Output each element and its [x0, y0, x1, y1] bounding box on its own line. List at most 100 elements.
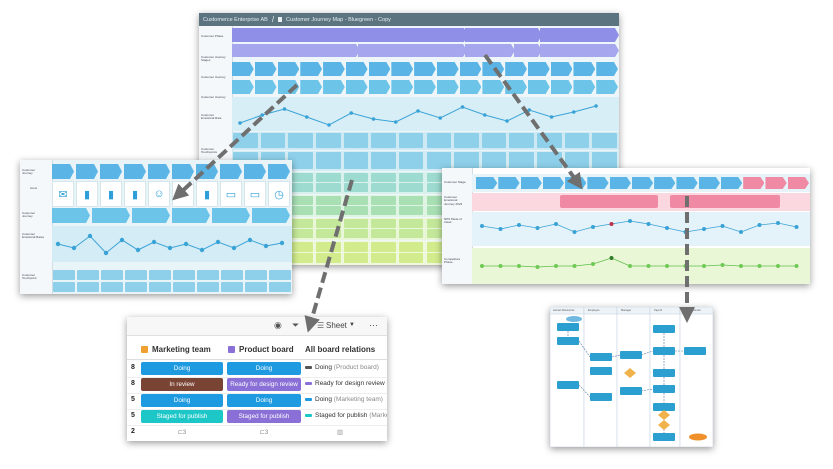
journey-card[interactable] — [596, 80, 618, 94]
grid-card[interactable] — [343, 206, 369, 215]
journey-card[interactable] — [551, 80, 573, 94]
status-chip[interactable]: Doing — [227, 394, 301, 407]
journey-card[interactable] — [252, 208, 290, 223]
grid-card[interactable] — [343, 152, 369, 169]
journey-card[interactable] — [76, 164, 98, 179]
grid-card[interactable] — [454, 152, 479, 169]
more-menu-icon[interactable]: ··· — [369, 320, 378, 330]
board-relation[interactable]: ▥ — [337, 429, 344, 436]
grid-card[interactable] — [398, 253, 424, 263]
journey-card[interactable] — [369, 62, 391, 76]
grid-card[interactable] — [481, 152, 507, 169]
stage-block[interactable] — [465, 44, 515, 57]
journey-card[interactable] — [528, 80, 550, 94]
grid-card[interactable] — [371, 229, 396, 238]
stage-card[interactable] — [765, 177, 786, 189]
grid-card[interactable] — [426, 173, 452, 182]
document-title[interactable]: Customer Journey Map - Bluegreen - Copy — [286, 16, 391, 23]
journey-card[interactable] — [172, 208, 210, 223]
grid-card[interactable] — [426, 196, 452, 205]
grid-card[interactable] — [315, 183, 341, 192]
touchpoint-card[interactable] — [101, 282, 123, 292]
journey-card[interactable] — [220, 164, 242, 179]
grid-card[interactable] — [343, 133, 369, 148]
grid-card[interactable] — [509, 152, 535, 169]
stage-card[interactable] — [610, 177, 631, 189]
grid-card[interactable] — [371, 253, 396, 263]
grid-card[interactable] — [315, 196, 341, 205]
board-relation[interactable]: Staged for publish (Market — [305, 412, 387, 419]
journey-card[interactable] — [437, 80, 459, 94]
journey-card[interactable] — [268, 164, 290, 179]
grid-card[interactable] — [398, 219, 424, 228]
grid-card[interactable] — [371, 183, 396, 192]
touchpoint-card[interactable] — [149, 282, 171, 292]
stage-card[interactable] — [632, 177, 653, 189]
touchpoint-card[interactable] — [77, 282, 99, 292]
stage-card[interactable] — [476, 177, 497, 189]
journey-card[interactable] — [323, 62, 345, 76]
grid-card[interactable] — [260, 133, 286, 148]
grid-card[interactable] — [315, 219, 341, 228]
touchpoint-card[interactable] — [53, 270, 75, 280]
touchpoint-card[interactable] — [245, 282, 267, 292]
journey-card[interactable] — [369, 80, 391, 94]
board-relation[interactable]: Doing (Marketing team) — [305, 396, 383, 403]
grid-card[interactable] — [371, 133, 396, 148]
grid-card[interactable] — [343, 219, 369, 228]
status-chip[interactable]: ⊏3 — [259, 430, 269, 436]
journey-card[interactable] — [482, 62, 504, 76]
grid-card[interactable] — [564, 152, 590, 169]
grid-card[interactable] — [288, 242, 313, 252]
journey-card[interactable] — [92, 208, 130, 223]
stage-card[interactable] — [743, 177, 764, 189]
touchpoint-card[interactable] — [269, 282, 291, 292]
column-header-relations[interactable]: All board relations — [305, 339, 375, 359]
emotion-journey-bar[interactable] — [560, 195, 658, 208]
journey-card[interactable] — [52, 208, 90, 223]
touchpoint-card[interactable] — [101, 270, 123, 280]
journey-card[interactable] — [132, 208, 170, 223]
journey-card[interactable] — [196, 164, 218, 179]
journey-card[interactable] — [573, 62, 595, 76]
touchpoint-card[interactable] — [221, 270, 243, 280]
grid-card[interactable] — [288, 183, 313, 192]
grid-card[interactable] — [315, 173, 341, 182]
board-relation[interactable]: Ready for design review (P — [305, 380, 387, 387]
grid-card[interactable] — [398, 183, 424, 192]
grid-card[interactable] — [398, 173, 424, 182]
journey-card[interactable] — [505, 80, 527, 94]
journey-card[interactable] — [52, 164, 74, 179]
stage-card[interactable] — [788, 177, 809, 189]
journey-card[interactable] — [148, 164, 170, 179]
journey-card[interactable] — [391, 62, 413, 76]
chevron-down-icon[interactable]: ▼ — [349, 322, 355, 328]
touchpoint-card[interactable] — [149, 270, 171, 280]
journey-card[interactable] — [300, 62, 322, 76]
grid-card[interactable] — [315, 242, 341, 252]
stage-card[interactable] — [676, 177, 697, 189]
grid-card[interactable] — [426, 133, 452, 148]
status-chip[interactable]: ⊏3 — [177, 430, 187, 436]
journey-card[interactable] — [573, 80, 595, 94]
grid-card[interactable] — [426, 183, 452, 192]
filter-icon[interactable]: ⏷ — [292, 320, 300, 330]
status-chip[interactable]: Staged for publish — [227, 410, 301, 423]
journey-card[interactable] — [255, 62, 277, 76]
journey-card[interactable] — [482, 80, 504, 94]
stage-card[interactable] — [699, 177, 720, 189]
touchpoint-card[interactable] — [197, 270, 219, 280]
journey-card[interactable] — [244, 164, 266, 179]
eye-icon[interactable]: ◉ — [274, 320, 282, 330]
journey-card[interactable] — [505, 62, 527, 76]
grid-card[interactable] — [233, 133, 258, 148]
touchpoint-card[interactable] — [53, 282, 75, 292]
status-chip[interactable]: Doing — [227, 362, 301, 375]
grid-card[interactable] — [537, 133, 562, 148]
stage-card[interactable] — [654, 177, 675, 189]
stage-card[interactable] — [565, 177, 586, 189]
grid-card[interactable] — [371, 219, 396, 228]
journey-card[interactable] — [232, 62, 254, 76]
grid-card[interactable] — [371, 196, 396, 205]
journey-card[interactable] — [212, 208, 250, 223]
